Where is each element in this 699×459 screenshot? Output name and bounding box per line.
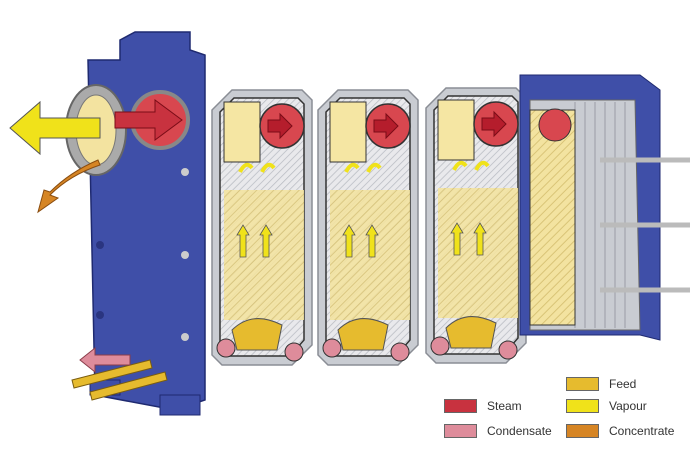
vapour-swatch <box>566 399 599 413</box>
feed-in-arrows <box>71 359 168 401</box>
legend-concentrate: Concentrate <box>566 424 674 438</box>
legend-label: Vapour <box>609 399 647 413</box>
legend-vapour: Vapour <box>566 399 647 413</box>
plate-2 <box>316 88 420 367</box>
legend-label: Condensate <box>487 424 552 438</box>
legend-condensate: Condensate <box>444 424 552 438</box>
legend-label: Feed <box>609 377 637 391</box>
condensate-out-arrows <box>79 346 131 374</box>
steam-in-arrow <box>114 99 183 141</box>
steam-swatch <box>444 399 477 413</box>
concentrate-swatch <box>566 424 599 438</box>
vapour-out-arrow <box>9 100 101 156</box>
plate-3 <box>424 86 528 365</box>
plate-pack <box>519 74 690 341</box>
legend-label: Concentrate <box>609 424 675 438</box>
legend-label: Steam <box>487 399 522 413</box>
plate-1 <box>210 88 314 367</box>
concentrate-out-arrow <box>37 159 101 214</box>
feed-swatch <box>566 377 599 391</box>
legend-feed: Feed <box>566 377 636 391</box>
legend-steam: Steam <box>444 399 522 413</box>
condensate-swatch <box>444 424 477 438</box>
